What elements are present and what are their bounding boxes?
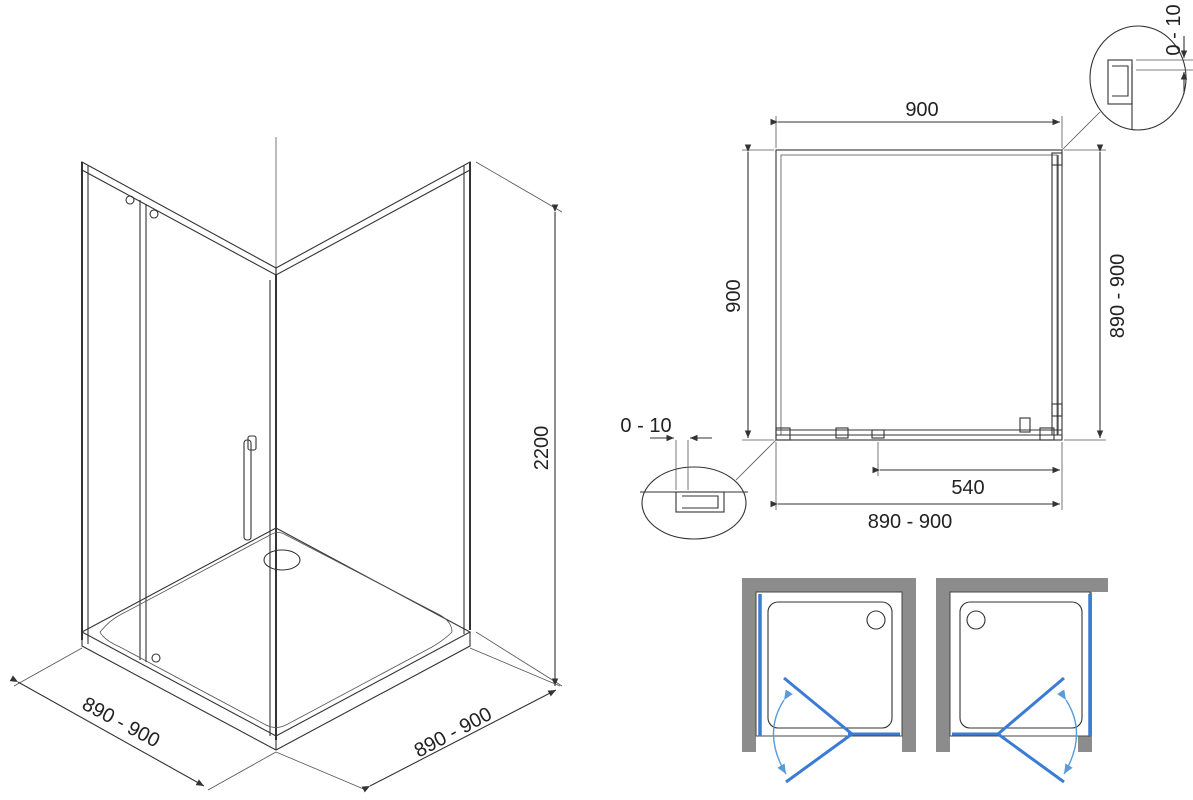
plan-top-width-label: 900 — [905, 99, 938, 121]
detail-bottom-adjust-label: 0 - 10 — [620, 415, 671, 437]
detail-top-adjust-label: 0 - 10 — [1163, 4, 1185, 55]
plan-bottom-width-label: 890 - 900 — [868, 511, 953, 533]
swing-schematic-right — [936, 578, 1108, 784]
isometric-view: 2200 890 - 900 890 - 900 — [9, 137, 563, 793]
plan-door-opening-label: 540 — [951, 477, 984, 499]
plan-left-depth-label: 900 — [723, 279, 745, 312]
swing-schematic-left — [742, 578, 916, 784]
iso-right-width-label: 890 - 900 — [411, 703, 496, 762]
plan-right-depth-label: 890 - 900 — [1107, 254, 1129, 339]
iso-height-label: 2200 — [531, 426, 553, 471]
plan-view: 900 900 890 - 900 540 890 - 900 0 - 10 0… — [620, 4, 1193, 540]
